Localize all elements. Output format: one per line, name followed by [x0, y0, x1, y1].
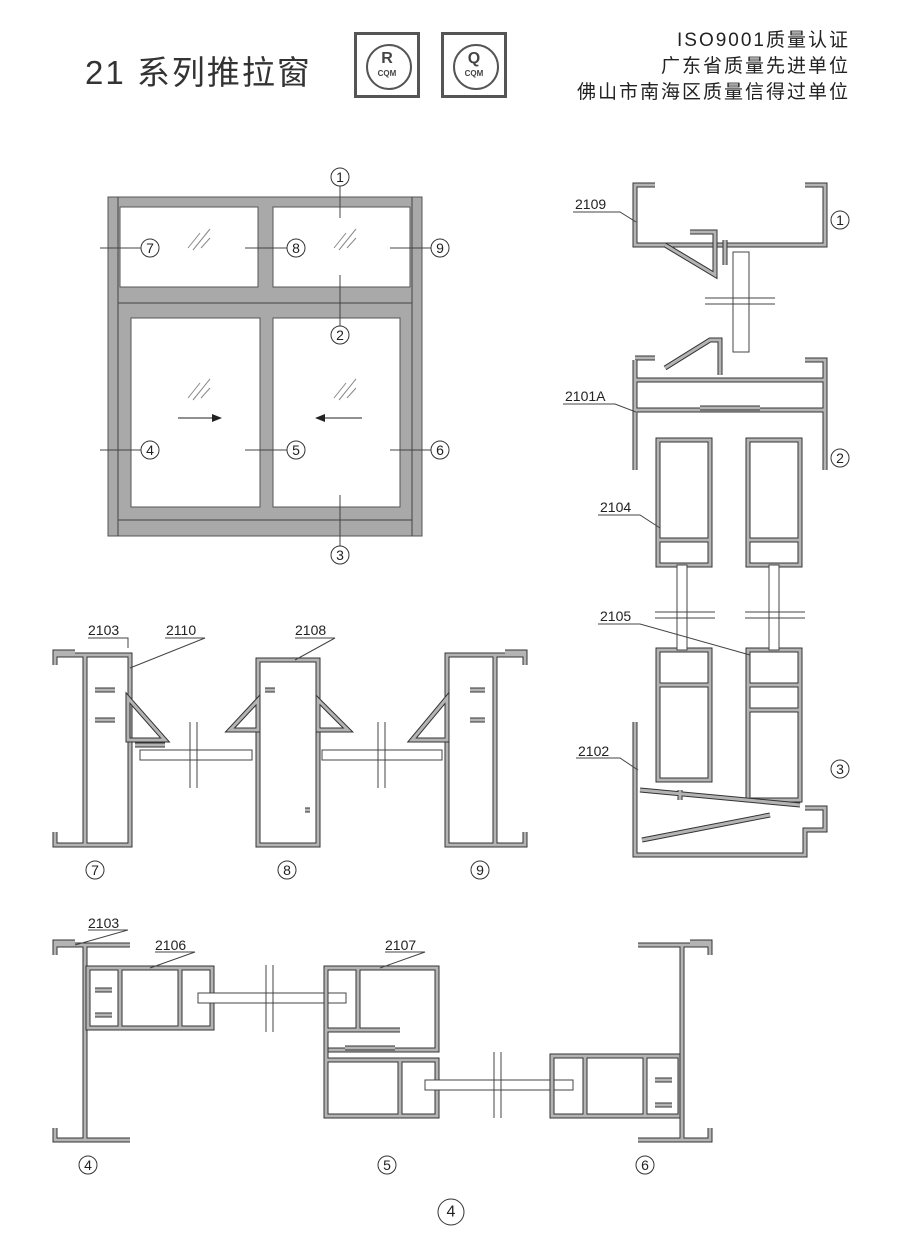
- callout-circle-icon: [430, 238, 450, 258]
- vertical-section: 2109 2101A 2104 2105 2102 1 2 3: [563, 182, 850, 858]
- aluminum-profile: [323, 965, 440, 1053]
- callout-circle-icon: [140, 238, 160, 258]
- callout-circle-icon: [635, 1155, 655, 1175]
- window-elevation: 1 2 3 4 5 6 7 8 9: [100, 167, 450, 565]
- aluminum-profile: [53, 650, 132, 847]
- callout-circle-icon: [78, 1155, 98, 1175]
- qualification-line: ISO9001质量认证: [677, 30, 850, 51]
- aluminum-profile: [633, 356, 827, 470]
- callout-circle-icon: [277, 860, 297, 880]
- callout-circle-icon: [377, 1155, 397, 1175]
- callout-number: 6: [641, 1157, 649, 1173]
- aluminum-profile: [632, 182, 828, 248]
- callout-circle-icon: [430, 440, 450, 460]
- aluminum-profile: [226, 696, 352, 732]
- callout-number: 8: [292, 240, 300, 256]
- aluminum-profile: [53, 940, 130, 1142]
- callout-circle-icon: [470, 860, 490, 880]
- aluminum-profile: [408, 693, 449, 742]
- aluminum-profile: [445, 650, 527, 847]
- badge-ring-icon: [453, 44, 499, 90]
- part-label: 2110: [166, 622, 196, 638]
- lower-horizontal-section: 2103 2106 2107 4 5 6: [52, 915, 713, 1175]
- part-label: 2108: [295, 622, 326, 638]
- callout-number: 4: [146, 442, 154, 458]
- cqm-r-badge: R CQM: [354, 32, 420, 98]
- part-label: 2101A: [565, 388, 606, 404]
- callout-circle-icon: [330, 545, 350, 565]
- aluminum-profile: [638, 940, 712, 1142]
- qualifications: ISO9001质量认证 广东省质量先进单位 佛山市南海区质量信得过单位: [577, 28, 850, 106]
- callout-number: 9: [436, 240, 444, 256]
- callout-circle-icon: [330, 167, 350, 187]
- callout-number: 5: [292, 442, 300, 458]
- callout-number: 3: [336, 547, 344, 563]
- aluminum-profile: [126, 694, 169, 747]
- badge-text: CQM: [464, 69, 484, 78]
- part-label: 2109: [575, 196, 606, 212]
- page-title: 21 系列推拉窗: [85, 54, 312, 91]
- callout-number: 3: [836, 761, 844, 777]
- callout-number: 2: [336, 327, 344, 343]
- callout-circle-icon: [140, 440, 160, 460]
- callout-number: 6: [436, 442, 444, 458]
- aluminum-profile: [633, 183, 827, 247]
- badge-text: CQM: [377, 69, 397, 78]
- slide-arrow-icon: [315, 414, 362, 422]
- part-label: 2102: [578, 743, 609, 759]
- callout-number: 5: [383, 1157, 391, 1173]
- callout-circle-icon: [830, 759, 850, 779]
- aluminum-profile: [52, 649, 133, 848]
- callout-circle-icon: [85, 860, 105, 880]
- aluminum-profile: [633, 722, 827, 857]
- part-label: 2103: [88, 915, 119, 931]
- callout-number: 2: [836, 450, 844, 466]
- aluminum-profile: [86, 966, 214, 1030]
- callout-number: 9: [476, 862, 484, 878]
- part-label: 2106: [155, 937, 186, 953]
- callout-number: 4: [84, 1157, 92, 1173]
- aluminum-profile: [638, 939, 713, 1143]
- aluminum-profile: [746, 438, 802, 802]
- badge-ring-icon: [366, 44, 412, 90]
- aluminum-profile: [256, 658, 320, 847]
- callout-circle-icon: [286, 238, 306, 258]
- callout-number: 7: [91, 862, 99, 878]
- slide-arrow-icon: [178, 414, 222, 422]
- aluminum-profile: [656, 438, 712, 782]
- glass-hatch-icon: [187, 228, 357, 401]
- aluminum-profile: [324, 966, 439, 1052]
- aluminum-profile: [664, 230, 727, 278]
- part-label: 2105: [600, 608, 631, 624]
- badge-mark: Q: [467, 50, 481, 67]
- callout-number: 1: [836, 212, 844, 228]
- callout-circle-icon: [286, 440, 306, 460]
- aluminum-profile: [324, 1040, 439, 1118]
- callout-number: 1: [336, 169, 344, 185]
- svg-text:4: 4: [447, 1204, 456, 1221]
- callout-circle-icon: [830, 210, 850, 230]
- callout-number: 8: [283, 862, 291, 878]
- aluminum-profile: [255, 657, 321, 848]
- part-label: 2103: [88, 622, 119, 638]
- aluminum-profile: [444, 649, 528, 848]
- callout-circle-icon: [330, 325, 350, 345]
- page-number: 4: [437, 1198, 465, 1226]
- cqm-q-badge: Q CQM: [441, 32, 507, 98]
- callout-circle-icon: [830, 448, 850, 468]
- qualification-line: 广东省质量先进单位: [660, 56, 850, 77]
- aluminum-profile: [85, 965, 215, 1031]
- part-label: 2104: [600, 499, 631, 515]
- callout-number: 7: [146, 240, 154, 256]
- part-label: 2107: [385, 937, 416, 953]
- aluminum-profile: [224, 693, 355, 733]
- aluminum-profile: [664, 338, 760, 410]
- upper-horizontal-section: 2103 2110 2108 7 8 9: [52, 622, 528, 880]
- badge-mark: R: [381, 50, 393, 67]
- aluminum-profile: [632, 355, 828, 470]
- qualification-line: 佛山市南海区质量信得过单位: [576, 82, 850, 103]
